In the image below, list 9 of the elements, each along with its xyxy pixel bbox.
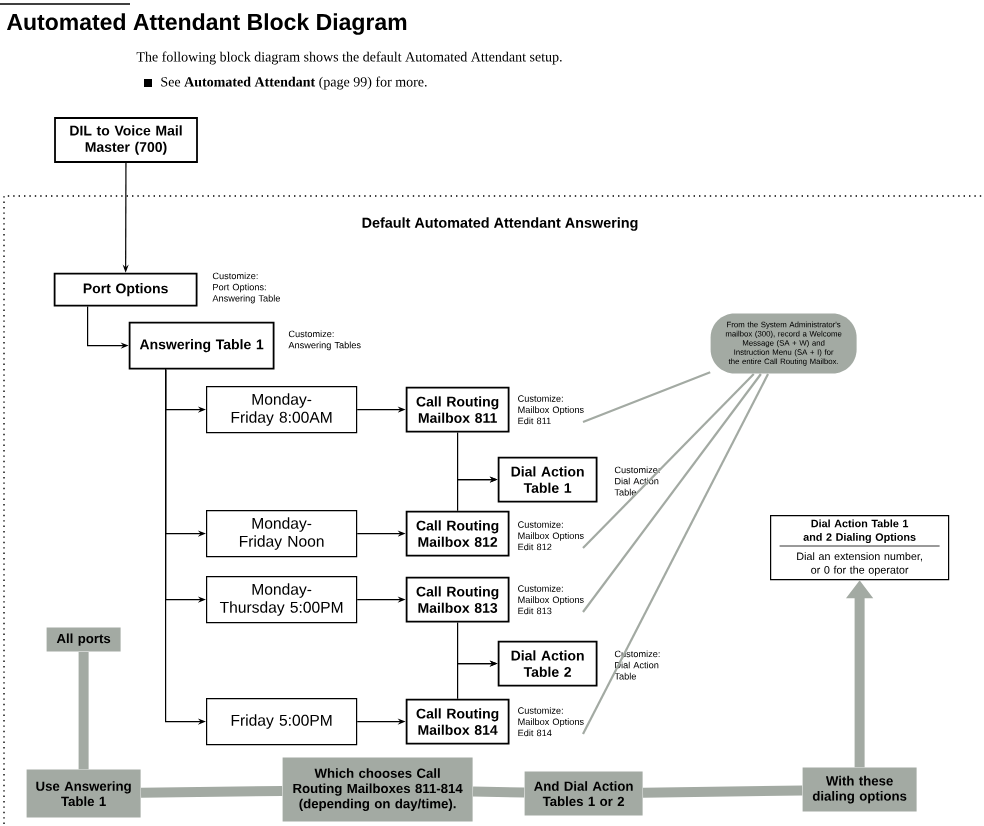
leader-line — [582, 373, 769, 735]
flow-bar — [472, 786, 525, 798]
leader-line — [582, 373, 762, 613]
flow-bar — [78, 652, 89, 770]
flow-bar — [642, 785, 803, 798]
leader-line — [582, 371, 711, 424]
title: Automated Attendant Block Diagram — [6, 13, 407, 35]
leader-line — [582, 373, 755, 549]
flow-bar — [140, 785, 283, 798]
